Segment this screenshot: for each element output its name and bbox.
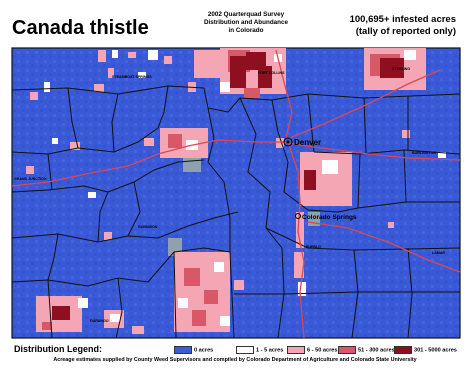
label-gunnison: GUNNISON	[138, 225, 158, 229]
infested-acres-note: (tally of reported only)	[355, 26, 456, 37]
legend-swatch-1	[236, 346, 254, 354]
infestation-patches	[26, 48, 446, 334]
label-pueblo: PUEBLO	[306, 245, 321, 249]
legend-item-2: 6 - 50 acres	[287, 346, 337, 354]
label-sterling: STERLING	[392, 67, 410, 71]
denver-dot	[286, 140, 290, 144]
infested-acres: 100,695+ infested acres (tally of report…	[306, 14, 456, 38]
label-durango: DURANGO	[90, 319, 109, 323]
legend-title: Distribution Legend:	[14, 344, 102, 354]
infested-acres-total: 100,695+ infested acres	[349, 14, 456, 25]
legend-item-1: 1 - 5 acres	[236, 346, 283, 354]
highway-lines	[11, 49, 461, 339]
credit-line: Acreage estimates supplied by County Wee…	[53, 357, 417, 363]
legend-item-0: 0 acres	[174, 346, 213, 354]
colorado-map: Denver Colorado Springs GRAND JUNCTION S…	[11, 47, 461, 339]
denver-marker	[283, 137, 293, 147]
county-boundaries	[11, 85, 461, 339]
legend-label-3: 51 - 300 acres	[358, 347, 395, 354]
legend-label-4: 301 - 5000 acres	[414, 347, 457, 354]
label-colorado-springs: Colorado Springs	[302, 214, 357, 221]
survey-caption: 2002 Quarterquad Survey Distribution and…	[186, 11, 306, 35]
legend-swatch-3	[338, 346, 356, 354]
survey-line-1: 2002 Quarterquad Survey	[207, 11, 285, 18]
label-fort-collins: FORT COLLINS	[258, 71, 285, 75]
legend-label-0: 0 acres	[194, 347, 214, 354]
survey-line-2: Distribution and Abundance	[203, 19, 289, 26]
legend-swatch-2	[287, 346, 305, 354]
survey-line-3: in Colorado	[228, 27, 264, 34]
label-burlington: BURLINGTON	[412, 151, 436, 155]
label-grand-junction: GRAND JUNCTION	[14, 177, 47, 181]
label-denver: Denver	[294, 138, 321, 147]
city-markers	[283, 137, 301, 219]
map-title: Canada thistle	[12, 17, 149, 39]
legend-swatch-0	[174, 346, 192, 354]
legend-swatch-4	[394, 346, 412, 354]
legend-item-3: 51 - 300 acres	[338, 346, 395, 354]
legend-item-4: 301 - 5000 acres	[394, 346, 457, 354]
label-lamar: LAMAR	[432, 251, 445, 255]
label-steamboat: STEAMBOAT SPRINGS	[112, 75, 152, 79]
colorado-springs-marker	[295, 213, 301, 219]
legend-label-1: 1 - 5 acres	[256, 347, 284, 354]
legend-label-2: 6 - 50 acres	[307, 347, 338, 354]
